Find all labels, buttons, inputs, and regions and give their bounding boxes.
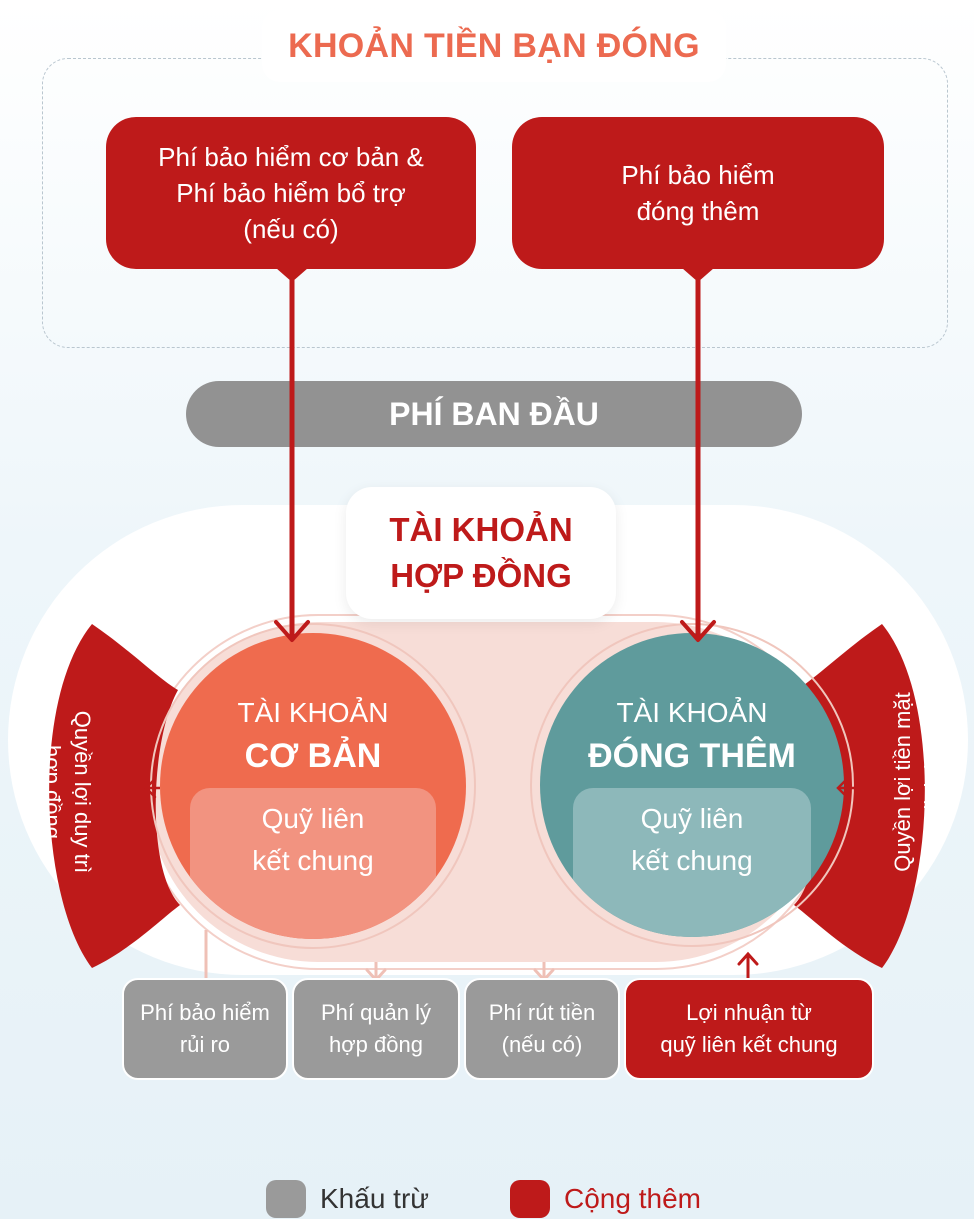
additional-premium-text: Phí bảo hiểm đóng thêm — [621, 160, 775, 226]
legend-addition-label: Cộng thêm — [564, 1183, 701, 1214]
withdrawal-fee-text: Phí rút tiền (nếu có) — [488, 1000, 596, 1057]
additional-account-label: TÀI KHOẢN — [616, 697, 768, 728]
basic-premium-text: Phí bảo hiểm cơ bản & Phí bảo hiểm bổ tr… — [158, 142, 424, 244]
right-benefit-label: Quyền lợi tiền mặt định kỳ — [858, 662, 945, 902]
risk-fee-text: Phí bảo hiểm rủi ro — [140, 1000, 270, 1057]
left-benefit-shape — [49, 624, 180, 968]
legend-addition-swatch — [510, 1180, 550, 1218]
legend-deduction-swatch — [266, 1180, 306, 1218]
basic-account-name: CƠ BẢN — [244, 737, 382, 775]
legend-deduction: Khấu trừ — [266, 1180, 429, 1218]
basic-premium-box: Phí bảo hiểm cơ bản & Phí bảo hiểm bổ tr… — [106, 117, 476, 269]
basic-account-circle: TÀI KHOẢN CƠ BẢN Quỹ liên kết chung — [160, 633, 466, 939]
profit-text: Lợi nhuận từ quỹ liên kết chung — [660, 1000, 838, 1057]
additional-premium-box: Phí bảo hiểm đóng thêm — [512, 117, 884, 269]
profit-box: Lợi nhuận từ quỹ liên kết chung — [624, 978, 874, 1080]
contract-account-title: TÀI KHOẢN HỢP ĐỒNG — [346, 487, 616, 619]
basic-account-label: TÀI KHOẢN — [237, 697, 389, 728]
additional-premium-notch — [682, 268, 714, 282]
contract-account-line1: TÀI KHOẢN — [389, 511, 573, 548]
section-title: KHOẢN TIỀN BẠN ĐÓNG — [262, 10, 726, 82]
additional-account-name: ĐÓNG THÊM — [588, 737, 796, 775]
additional-account-circle: TÀI KHOẢN ĐÓNG THÊM Quỹ liên kết chung — [540, 633, 844, 937]
risk-fee-box: Phí bảo hiểm rủi ro — [122, 978, 288, 1080]
withdrawal-fee-box: Phí rút tiền (nếu có) — [464, 978, 620, 1080]
legend-addition: Cộng thêm — [510, 1180, 701, 1218]
basic-premium-notch — [276, 268, 308, 282]
section-title-text: KHOẢN TIỀN BẠN ĐÓNG — [288, 26, 700, 65]
contract-account-line2: HỢP ĐỒNG — [390, 557, 572, 594]
left-benefit-label: Quyền lợi duy trì hợp đồng — [40, 667, 127, 917]
legend-deduction-label: Khấu trừ — [320, 1183, 430, 1214]
basic-account-fund: Quỹ liên kết chung — [190, 788, 436, 939]
initial-fee-bar: PHÍ BAN ĐẦU — [186, 381, 802, 447]
additional-account-fund: Quỹ liên kết chung — [573, 788, 811, 937]
management-fee-box: Phí quản lý hợp đồng — [292, 978, 460, 1080]
initial-fee-text: PHÍ BAN ĐẦU — [389, 395, 599, 432]
management-fee-text: Phí quản lý hợp đồng — [320, 1000, 432, 1057]
